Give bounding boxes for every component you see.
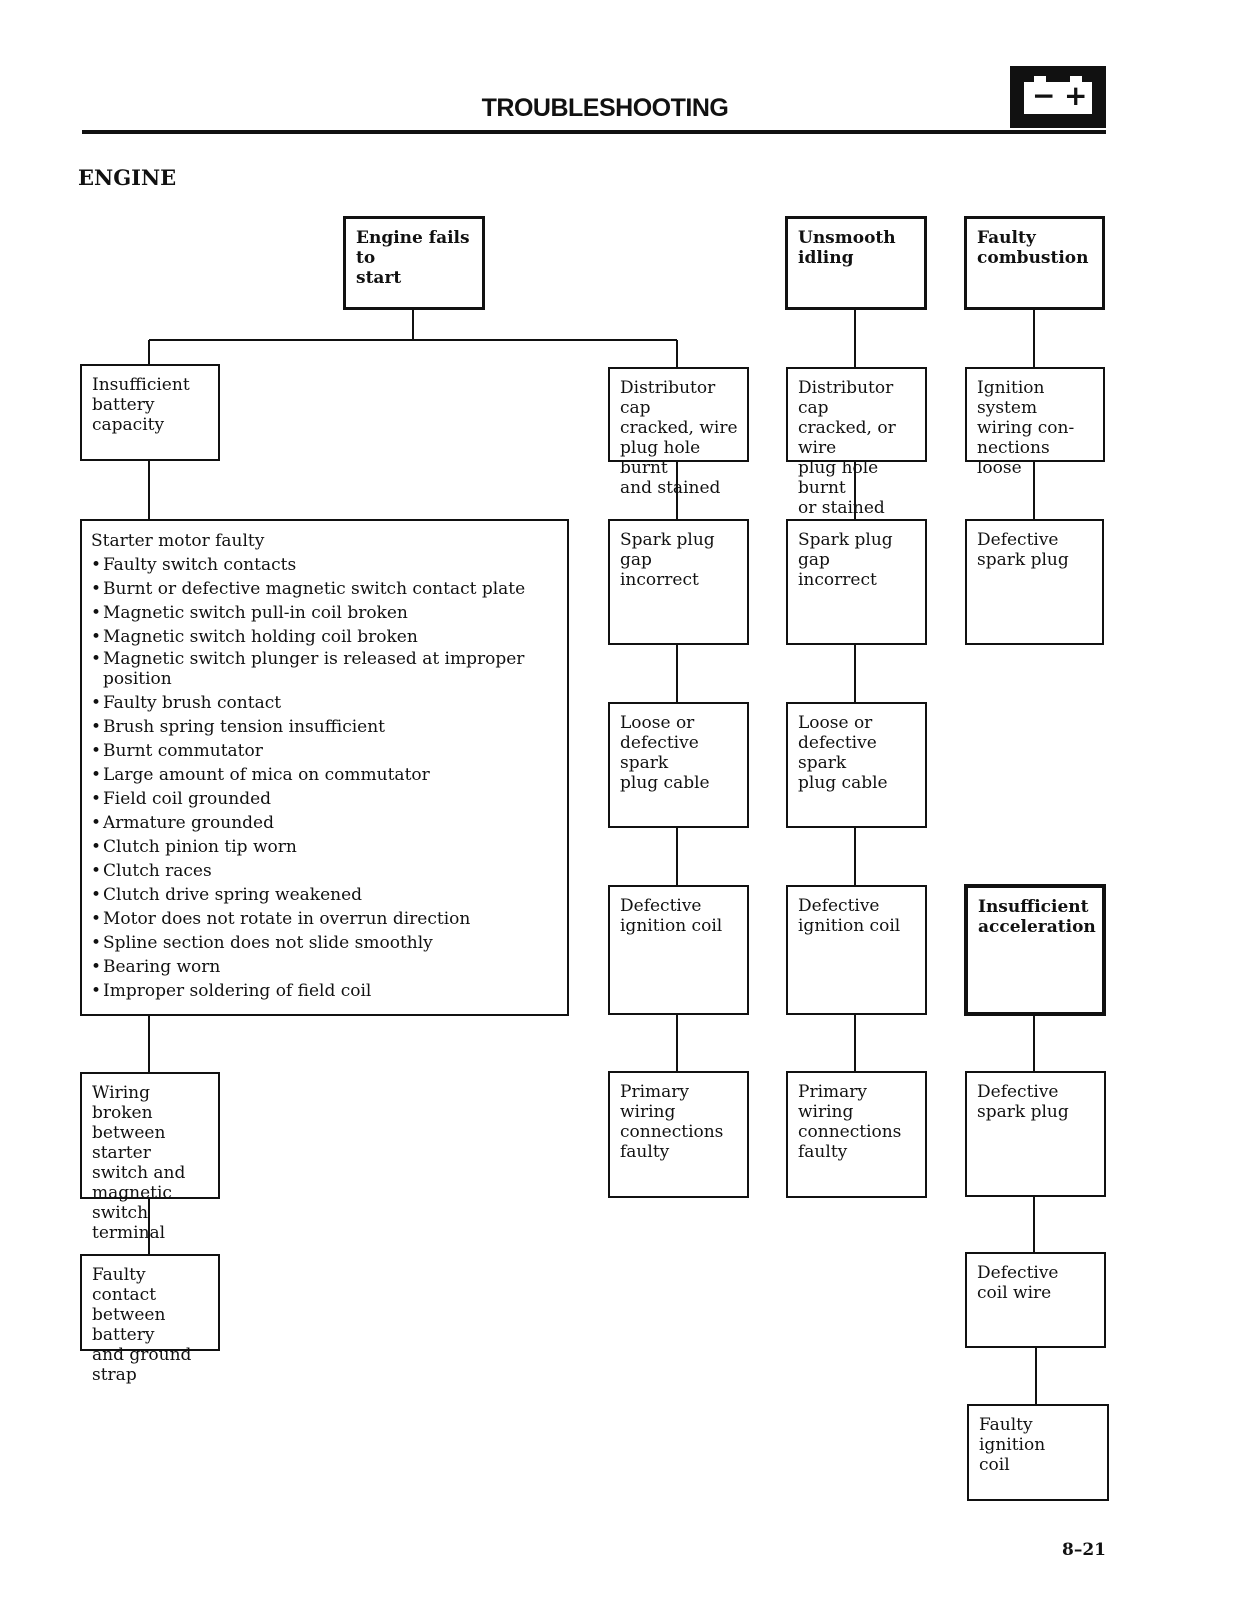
cause-item: Clutch pinion tip worn [91, 835, 559, 859]
starter-motor-causes: Faulty switch contacts Burnt or defectiv… [91, 553, 559, 1003]
ignition-coil-box: Defective ignition coil [608, 885, 749, 1015]
insufficient-battery-box: Insufficient battery capacity [80, 364, 220, 461]
cause-item: Faulty brush contact [91, 691, 559, 715]
battery-terminal-positive [1070, 76, 1082, 84]
section-title: ENGINE [78, 165, 177, 190]
cause-item: Motor does not rotate in overrun directi… [91, 907, 559, 931]
cause-item: Clutch drive spring weakened [91, 883, 559, 907]
spark-plug-cable-box: Loose or defective spark plug cable [786, 702, 927, 828]
cause-item: Field coil grounded [91, 787, 559, 811]
ignition-coil-box: Defective ignition coil [786, 885, 927, 1015]
faulty-ignition-coil-box: Faulty ignition coil [967, 1404, 1109, 1501]
cause-item: Burnt or defective magnetic switch conta… [91, 577, 559, 601]
cause-item: Magnetic switch pull-in coil broken [91, 601, 559, 625]
wiring-broken-box: Wiring broken between starter switch and… [80, 1072, 220, 1243]
starter-motor-box: Starter motor faulty Faulty switch conta… [80, 519, 569, 1016]
cause-item: Magnetic switch plunger is released at i… [91, 649, 559, 691]
distributor-cap-box: Distributor cap cracked, or wire plug ho… [786, 367, 927, 518]
battery-icon: − + [1010, 66, 1106, 128]
defective-coil-wire-box: Defective coil wire [965, 1252, 1106, 1348]
plus-sign: + [1064, 79, 1088, 112]
header-rule [82, 130, 1106, 134]
cause-item: Armature grounded [91, 811, 559, 835]
engine-fails-to-start-box: Engine fails to start [343, 216, 485, 310]
spark-plug-gap-box: Spark plug gap incorrect [786, 519, 927, 645]
page-title: TROUBLESHOOTING [481, 94, 729, 122]
spark-plug-gap-box: Spark plug gap incorrect [608, 519, 749, 645]
starter-motor-title: Starter motor faulty [91, 531, 265, 551]
cause-item: Faulty switch contacts [91, 553, 559, 577]
defective-spark-plug-box: Defective spark plug [965, 519, 1104, 645]
faulty-contact-box: Faulty contact between battery and groun… [80, 1254, 220, 1385]
insufficient-acceleration-box: Insufficient acceleration [964, 884, 1106, 1016]
cause-item: Magnetic switch holding coil broken [91, 625, 559, 649]
cause-item: Bearing worn [91, 955, 559, 979]
primary-wiring-box: Primary wiring connections faulty [786, 1071, 927, 1198]
ignition-wiring-box: Ignition system wiring con- nections loo… [965, 367, 1105, 478]
distributor-cap-box: Distributor cap cracked, wire plug hole … [608, 367, 749, 498]
unsmooth-idling-box: Unsmooth idling [785, 216, 927, 310]
faulty-combustion-box: Faulty combustion [964, 216, 1105, 310]
cause-item: Burnt commutator [91, 739, 559, 763]
cause-item: Improper soldering of field coil [91, 979, 559, 1003]
battery-terminal-negative [1034, 76, 1046, 84]
spark-plug-cable-box: Loose or defective spark plug cable [608, 702, 749, 828]
minus-sign: − [1032, 79, 1056, 112]
cause-item: Brush spring tension insufficient [91, 715, 559, 739]
page-number: 8–21 [1062, 1540, 1106, 1560]
primary-wiring-box: Primary wiring connections faulty [608, 1071, 749, 1198]
cause-item: Clutch races [91, 859, 559, 883]
defective-spark-plug-box: Defective spark plug [965, 1071, 1106, 1197]
cause-item: Spline section does not slide smoothly [91, 931, 559, 955]
cause-item: Large amount of mica on commutator [91, 763, 559, 787]
